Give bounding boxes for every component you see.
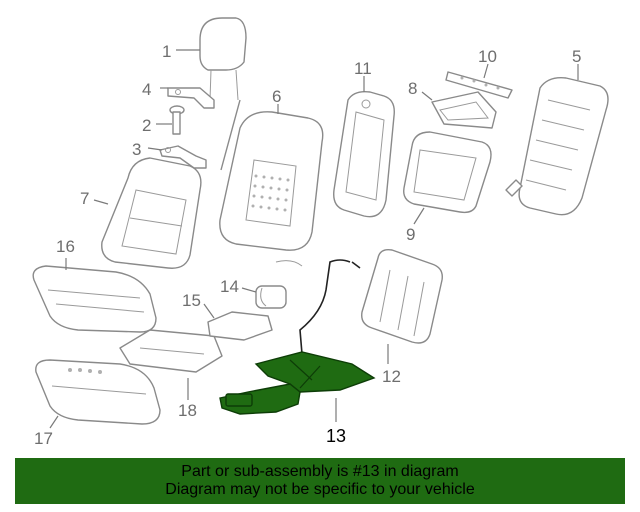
callout-11: 11	[354, 59, 372, 78]
part-trim-piece	[159, 145, 207, 169]
part-back-panel	[403, 131, 492, 214]
callout-15: 15	[182, 291, 201, 310]
part-lumbar-panel	[431, 91, 497, 129]
callout-10: 10	[478, 47, 497, 66]
banner-line-1: Part or sub-assembly is #13 in diagram	[181, 463, 459, 480]
callout-18: 18	[178, 401, 197, 420]
callout-14: 14	[220, 277, 239, 296]
part-seat-cushion-cover	[32, 265, 157, 333]
part-seat-pad-panel	[361, 248, 443, 344]
callout-9: 9	[406, 225, 415, 244]
part-seat-pan-panel	[119, 329, 223, 373]
part-seatback-frame	[505, 77, 609, 216]
callout-17: 17	[34, 429, 53, 448]
part-trim-strip	[445, 71, 513, 99]
part-seatback-pad	[333, 90, 395, 218]
callout-7: 7	[80, 189, 89, 208]
banner-line-2: Diagram may not be specific to your vehi…	[165, 481, 475, 498]
notice-banner: Part or sub-assembly is #13 in diagram D…	[15, 458, 625, 504]
part-seatback-cover	[101, 157, 202, 269]
callout-16: 16	[56, 237, 75, 256]
banner-background	[15, 458, 625, 504]
callout-12: 12	[382, 367, 401, 386]
callout-2: 2	[142, 116, 151, 135]
part-small-panel	[207, 311, 273, 341]
callout-3: 3	[132, 140, 141, 159]
callout-1: 1	[162, 42, 171, 61]
callout-8: 8	[408, 79, 417, 98]
part-headrest	[199, 17, 247, 101]
part-guide-rod	[220, 99, 241, 171]
callout-6: 6	[272, 87, 281, 106]
callout-labels: 1 2 3 4 5 6 7 8 9 10 11 12 13 14 15 16 1…	[34, 42, 581, 448]
leader-lines	[49, 49, 579, 429]
callout-13: 13	[326, 426, 346, 446]
perforation-dots	[251, 174, 290, 212]
wire-harness	[299, 259, 351, 355]
part-seatback-cushion	[219, 111, 324, 251]
part-bracket	[167, 87, 215, 109]
callout-4: 4	[142, 80, 151, 99]
part-seat-cushion-pad	[35, 359, 161, 425]
part-bolt	[169, 105, 185, 135]
part-motor	[255, 260, 303, 309]
callout-5: 5	[572, 47, 581, 66]
part-13-highlighted	[219, 259, 376, 415]
